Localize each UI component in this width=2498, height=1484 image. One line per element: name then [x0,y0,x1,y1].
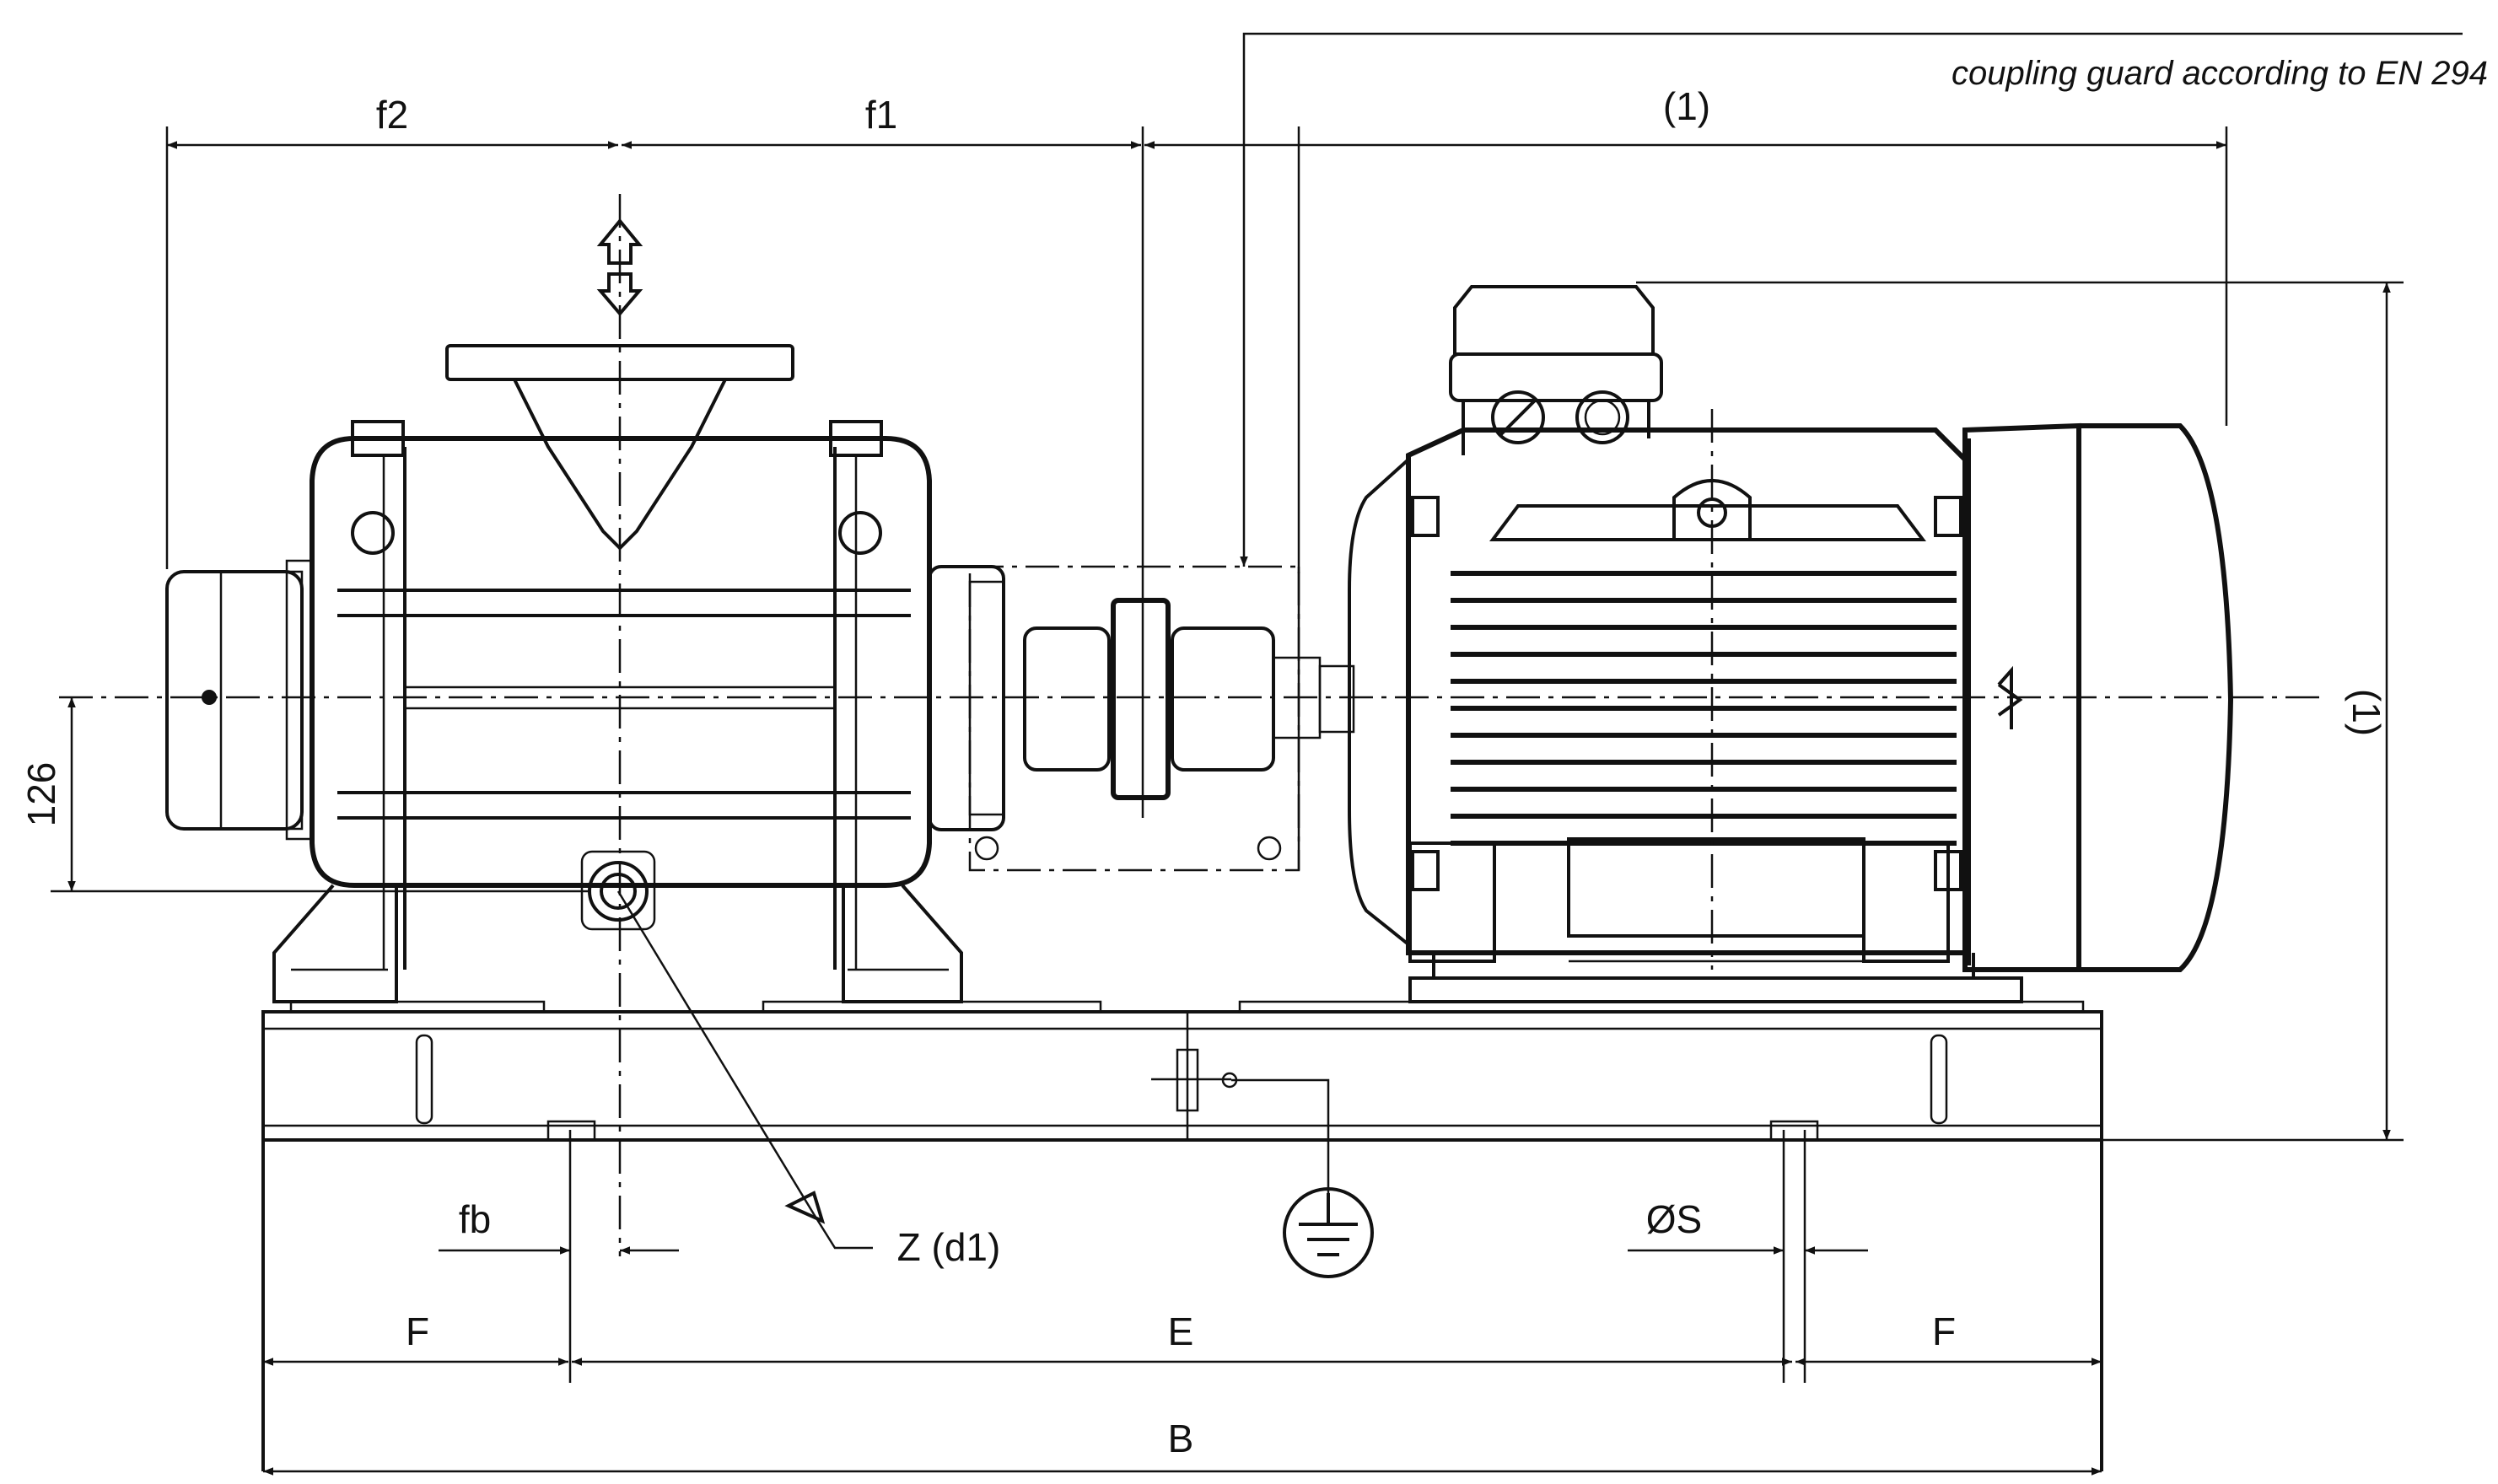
dim-label-e: E [1168,1309,1194,1353]
dim-label-z-d1: Z (d1) [897,1225,1001,1269]
dim-label-f1: f1 [865,93,897,137]
dim-label-1-top: (1) [1663,84,1710,128]
dim-label-b: B [1168,1417,1194,1460]
coupling-guard-note: coupling guard according to EN 294 [1952,55,2488,92]
centerlines [59,126,2319,1256]
dim-label-f-left: F [406,1309,429,1353]
dim-label-1-side: (1) [2345,689,2388,736]
dim-label-f2: f2 [376,93,408,137]
base-frame [261,1000,2103,1471]
dim-label-f-right: F [1932,1309,1956,1353]
dim-label-os: ØS [1646,1197,1702,1241]
flow-direction-arrows [596,218,643,317]
dim-label-126: 126 [19,762,63,827]
electric-motor [1348,285,2234,1003]
ground-symbol [1283,1187,1374,1278]
vacuum-pump [165,344,1005,1003]
motor-cooling-fins [1451,571,1957,846]
dimension-lines [51,32,2463,1476]
shaft-coupling [968,565,1355,872]
dim-label-fb: fb [459,1197,491,1241]
